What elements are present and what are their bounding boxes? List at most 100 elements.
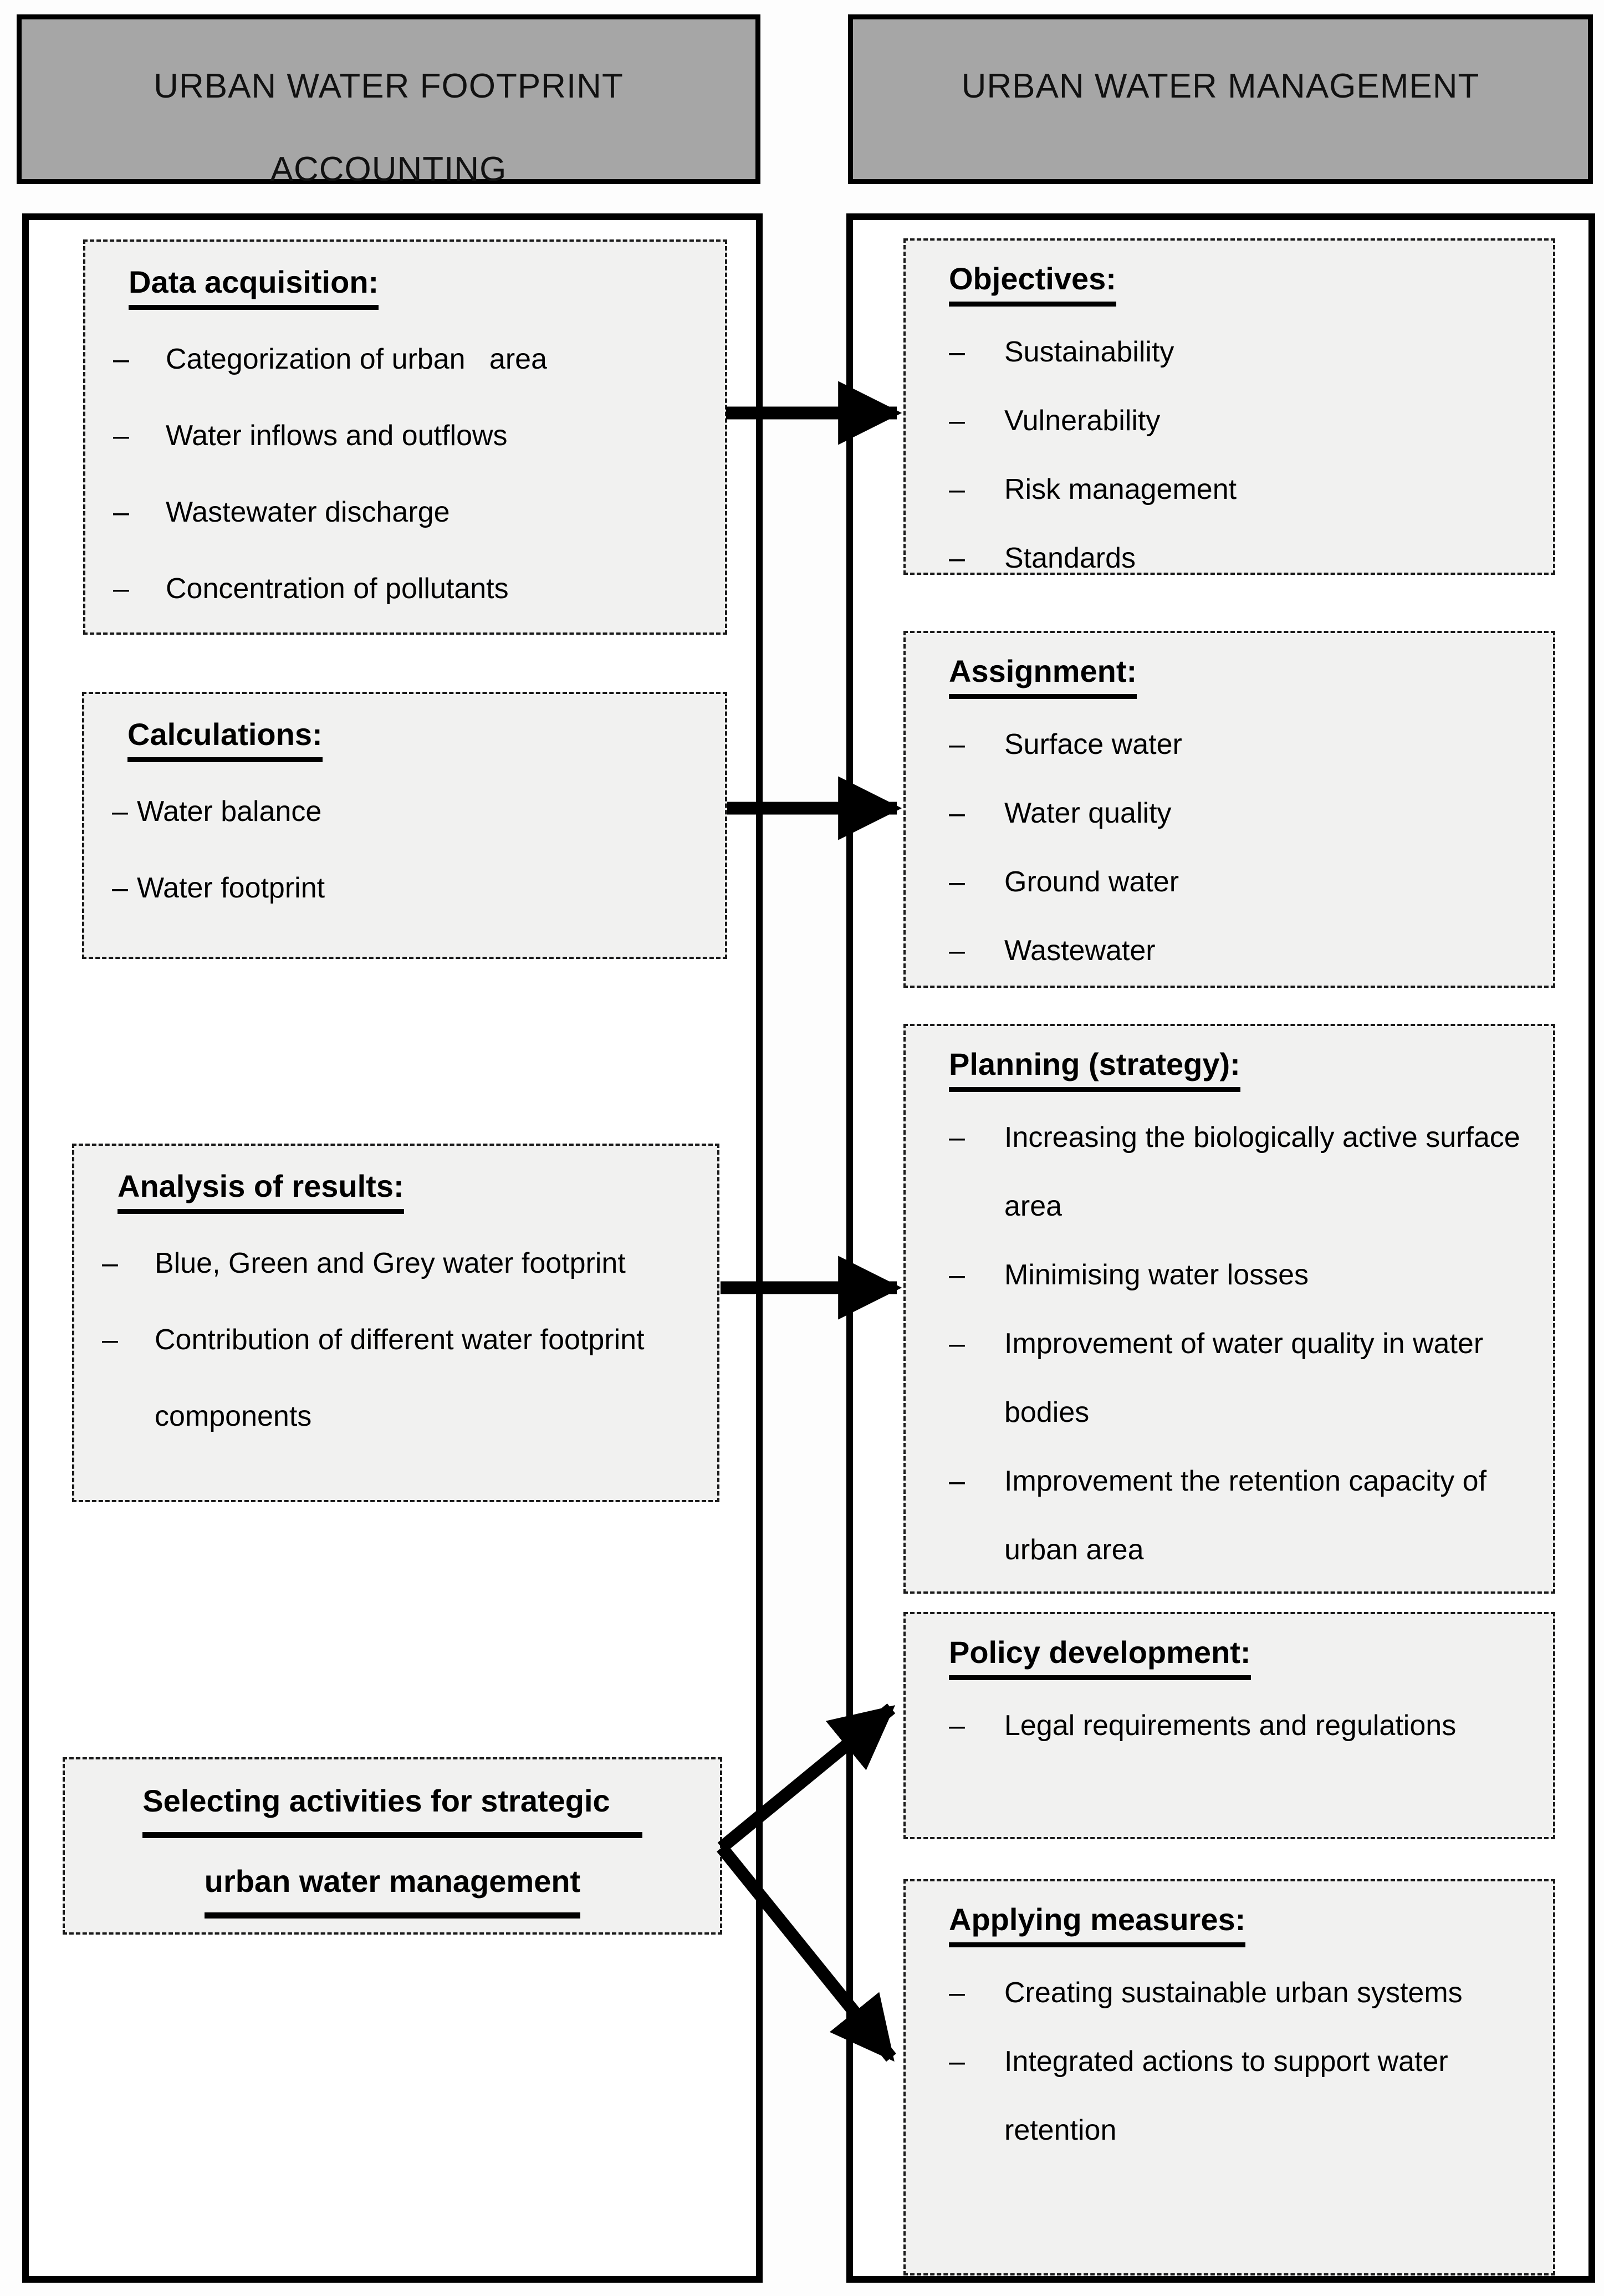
list-item: – Wastewater bbox=[949, 916, 1536, 985]
selecting-activities-title: Selecting activities for strategic urban… bbox=[65, 1759, 720, 1932]
list-item: – Standards bbox=[949, 524, 1536, 593]
box-list: – Legal requirements and regulations bbox=[949, 1691, 1536, 1760]
list-item-text: Ground water bbox=[1004, 866, 1179, 898]
dash-bullet: – bbox=[113, 496, 129, 528]
header-line: URBAN WATER MANAGEMENT bbox=[961, 67, 1480, 105]
dash-bullet: – bbox=[112, 795, 128, 828]
dash-bullet: – bbox=[949, 1121, 965, 1154]
box-list: – Sustainability – Vulnerability – Risk manag… bbox=[949, 318, 1536, 593]
box-selecting-activities: Selecting activities for strategic urban… bbox=[63, 1757, 722, 1935]
dash-bullet: – bbox=[949, 728, 965, 761]
list-item: – Water inflows and outflows bbox=[113, 397, 708, 474]
dash-bullet: – bbox=[949, 473, 965, 506]
dash-bullet: – bbox=[949, 935, 965, 967]
list-item: –Categorization of urban area bbox=[113, 321, 708, 397]
list-item: – Concentration of pollutants bbox=[113, 550, 708, 627]
list-item: – Improvement the retention capacity of u… bbox=[949, 1447, 1536, 1584]
title-line: urban water management bbox=[204, 1854, 581, 1919]
box-title: Data acquisition: bbox=[129, 264, 379, 310]
list-item-text: Wastewater bbox=[1004, 935, 1156, 967]
box-title: Analysis of results: bbox=[118, 1168, 404, 1214]
box-data-acquisition: Data acquisition: –Categorization of urb… bbox=[83, 239, 727, 635]
list-item: – Legal requirements and regulations bbox=[949, 1691, 1536, 1760]
list-item: – Risk management bbox=[949, 455, 1536, 524]
dash-bullet: – bbox=[949, 2045, 965, 2078]
dash-bullet: – bbox=[112, 872, 128, 904]
box-title: Applying measures: bbox=[949, 1901, 1246, 1947]
box-title: Assignment: bbox=[949, 653, 1137, 699]
list-item: – Increasing the biologically active surf… bbox=[949, 1103, 1536, 1241]
dash-bullet: – bbox=[949, 1259, 965, 1291]
dash-bullet: – bbox=[949, 405, 965, 437]
dash-bullet: – bbox=[949, 542, 965, 574]
list-item-text: Water balance bbox=[137, 795, 322, 828]
dash-bullet: – bbox=[113, 573, 129, 605]
list-item: – Improvement of water quality in water b… bbox=[949, 1309, 1536, 1447]
box-list: – Increasing the biologically active surf… bbox=[949, 1103, 1536, 1584]
list-item-text: Contribution of different water footprin… bbox=[155, 1324, 652, 1432]
list-item-text: Concentration of pollutants bbox=[166, 573, 509, 605]
box-title: Objectives: bbox=[949, 261, 1116, 307]
box-list: – Blue, Green and Grey water footprint – Co… bbox=[102, 1225, 701, 1455]
box-title: Calculations: bbox=[127, 716, 323, 762]
title-line: Selecting activities for strategic bbox=[142, 1773, 642, 1838]
box-policy-development: Policy development: – Legal requirements … bbox=[903, 1612, 1555, 1839]
dash-bullet: – bbox=[949, 1710, 965, 1742]
list-item-text: Integrated actions to support water rete… bbox=[1004, 2045, 1457, 2146]
list-item: –Water footprint bbox=[112, 850, 708, 926]
dash-bullet: – bbox=[102, 1324, 118, 1356]
list-item-text: Water footprint bbox=[137, 872, 325, 904]
list-item-text: Surface water bbox=[1004, 728, 1182, 761]
list-item-text: Increasing the biologically active surfa… bbox=[1004, 1121, 1529, 1222]
dash-bullet: – bbox=[949, 1465, 965, 1497]
list-item: – Minimising water losses bbox=[949, 1241, 1536, 1309]
header-line: URBAN WATER FOOTPRINT bbox=[154, 67, 624, 105]
box-list: – Surface water – Water quality – Ground wate… bbox=[949, 710, 1536, 985]
box-title: Planning (strategy): bbox=[949, 1046, 1240, 1092]
list-item: – Sustainability bbox=[949, 318, 1536, 386]
list-item: – Wastewater discharge bbox=[113, 474, 708, 550]
list-item-text: Water inflows and outflows bbox=[166, 420, 508, 452]
list-item-text: Sustainability bbox=[1004, 336, 1174, 368]
list-item: – Integrated actions to support water ret… bbox=[949, 2027, 1536, 2165]
list-item: – Water quality bbox=[949, 779, 1536, 848]
header-urban-water-footprint-accounting: URBAN WATER FOOTPRINT ACCOUNTING bbox=[17, 14, 760, 188]
dash-bullet: – bbox=[949, 336, 965, 368]
list-item-text: Legal requirements and regulations bbox=[1004, 1710, 1457, 1742]
box-list: – Creating sustainable urban systems – Inte… bbox=[949, 1958, 1536, 2165]
box-objectives: Objectives: – Sustainability – Vulnerabilit… bbox=[903, 238, 1555, 575]
box-list: –Categorization of urban area–Water infl… bbox=[113, 321, 708, 627]
list-item: – Creating sustainable urban systems bbox=[949, 1958, 1536, 2027]
list-item-text: Vulnerability bbox=[1004, 405, 1161, 437]
dash-bullet: – bbox=[113, 420, 129, 452]
box-title: Policy development: bbox=[949, 1634, 1251, 1680]
header-urban-water-management: URBAN WATER MANAGEMENT bbox=[848, 14, 1593, 184]
header-line: ACCOUNTING bbox=[270, 150, 507, 188]
dash-bullet: – bbox=[949, 797, 965, 829]
list-item-text: Categorization of urban area bbox=[166, 343, 547, 375]
list-item-text: Standards bbox=[1004, 542, 1136, 574]
list-item-text: Wastewater discharge bbox=[166, 496, 450, 528]
list-item-text: Water quality bbox=[1004, 797, 1172, 829]
list-item-text: Risk management bbox=[1004, 473, 1237, 506]
list-item-text: Blue, Green and Grey water footprint bbox=[155, 1247, 626, 1279]
box-applying-measures: Applying measures: – Creating sustainable… bbox=[903, 1879, 1555, 2275]
list-item-text: Minimising water losses bbox=[1004, 1259, 1309, 1291]
list-item: – Blue, Green and Grey water footprint bbox=[102, 1225, 701, 1302]
list-item-text: Improvement of water quality in water bo… bbox=[1004, 1328, 1491, 1428]
list-item-text: Creating sustainable urban systems bbox=[1004, 1977, 1463, 2009]
dash-bullet: – bbox=[949, 1328, 965, 1360]
dash-bullet: – bbox=[949, 1977, 965, 2009]
list-item: – Vulnerability bbox=[949, 386, 1536, 455]
list-item-text: Improvement the retention capacity of ur… bbox=[1004, 1465, 1495, 1566]
box-planning-strategy: Planning (strategy): – Increasing the bio… bbox=[903, 1024, 1555, 1594]
dash-bullet: – bbox=[949, 866, 965, 898]
list-item: – Contribution of different water footpri… bbox=[102, 1302, 701, 1455]
box-analysis-of-results: Analysis of results: – Blue, Green and Gr… bbox=[72, 1144, 719, 1502]
box-calculations: Calculations: –Water balance–Water footp… bbox=[82, 692, 727, 959]
list-item: – Ground water bbox=[949, 848, 1536, 916]
dash-bullet: – bbox=[102, 1247, 118, 1279]
box-assignment: Assignment: – Surface water – Water quality… bbox=[903, 631, 1555, 988]
box-list: –Water balance–Water footprint bbox=[112, 773, 708, 926]
